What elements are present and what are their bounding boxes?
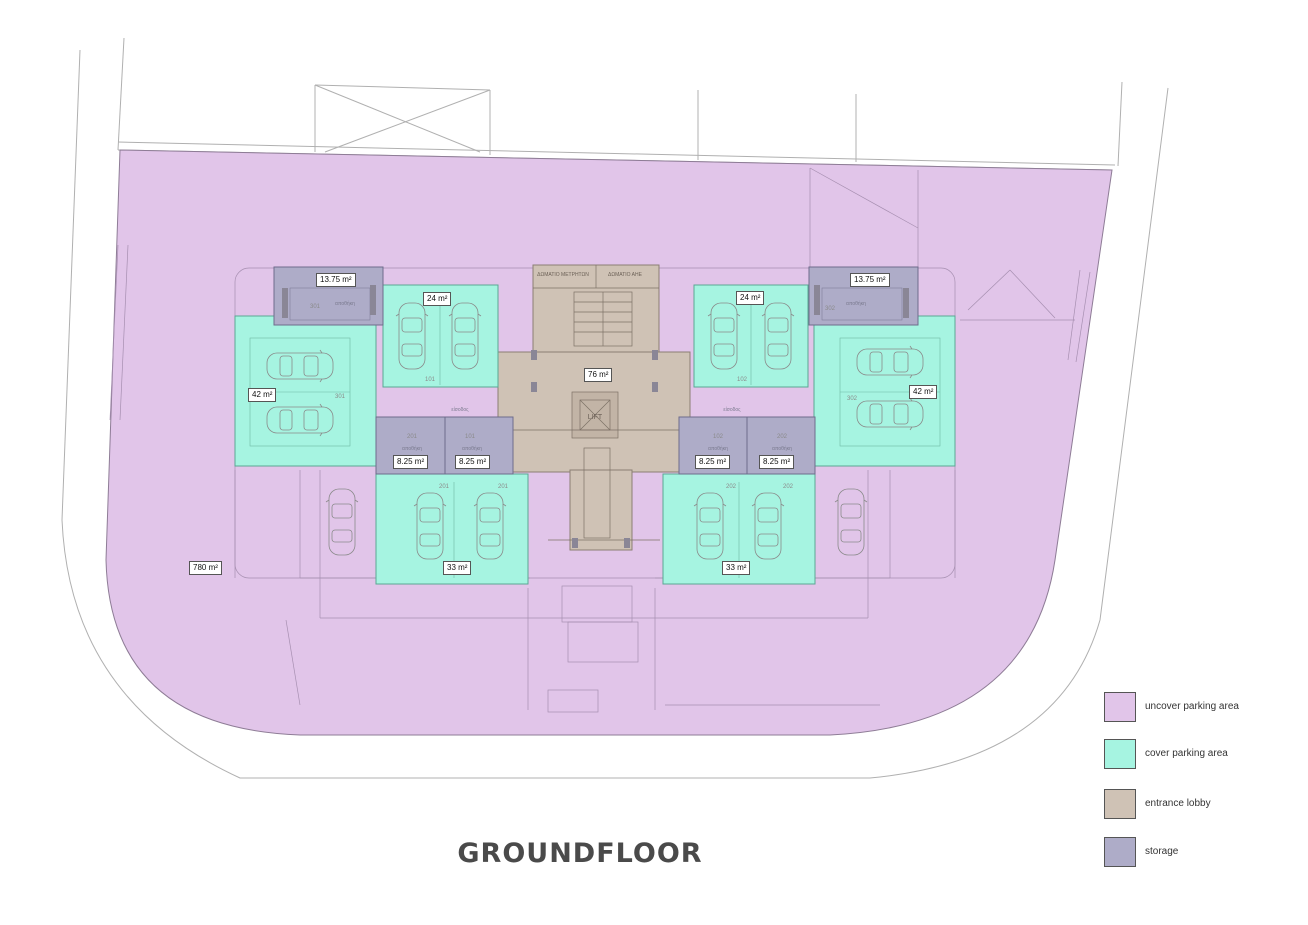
area-label-parking-201: 33 m² [443, 561, 472, 575]
unit-101b-text: 101 [465, 434, 476, 440]
area-label-parking-302: 42 m² [909, 385, 938, 399]
unit-301-text: 301 [310, 304, 321, 310]
entrance-left-text: είσοδος [451, 407, 469, 413]
area-label-storage-202: 8.25 m² [759, 455, 795, 469]
area-label-lobby: 76 m² [584, 368, 613, 382]
columns [282, 285, 909, 548]
apothiki-201-text: αποθήκη [402, 445, 422, 452]
area-label-parking-101: 24 m² [423, 292, 452, 306]
unit-202c-text: 202 [783, 484, 794, 490]
unit-302-text: 302 [825, 306, 836, 312]
area-label-parking-202: 33 m² [722, 561, 751, 575]
apothiki-301-text: αποθήκη [335, 300, 355, 307]
apothiki-102-text: αποθήκη [708, 445, 728, 452]
area-label-total: 780 m² [189, 561, 222, 575]
area-label-storage-302: 13.75 m² [850, 273, 890, 287]
unit-202-text: 202 [777, 434, 788, 440]
area-label-storage-201: 8.25 m² [393, 455, 429, 469]
legend-swatch-lobby [1104, 789, 1136, 819]
legend-label-cover: cover parking area [1145, 748, 1228, 759]
area-label-storage-102: 8.25 m² [695, 455, 731, 469]
unit-201c-text: 201 [498, 484, 509, 490]
apothiki-101-text: αποθήκη [462, 445, 482, 452]
unit-101-text: 101 [425, 377, 436, 383]
unit-201b-text: 201 [439, 484, 450, 490]
lobby-details [498, 265, 690, 541]
legend-swatch-cover [1104, 739, 1136, 769]
area-label-storage-301: 13.75 m² [316, 273, 356, 287]
legend-label-uncover: uncover parking area [1145, 701, 1239, 712]
legend-swatch-uncover [1104, 692, 1136, 722]
plan-title: GROUNDFLOOR [457, 838, 703, 869]
lift-text: LIFT [588, 414, 603, 421]
unit-102-text: 102 [737, 377, 748, 383]
entrance-right-text: είσοδος [723, 407, 741, 413]
unit-202b-text: 202 [726, 484, 737, 490]
unit-301b-text: 301 [335, 394, 346, 400]
unit-302b-text: 302 [847, 396, 858, 402]
unit-201-text: 201 [407, 434, 418, 440]
area-label-storage-101: 8.25 m² [455, 455, 491, 469]
room-ahe-text: ΔΩΜΑΤΙΟ ΑΗΕ [608, 272, 643, 278]
legend-label-lobby: entrance lobby [1145, 798, 1211, 809]
legend-label-storage: storage [1145, 846, 1179, 857]
legend-swatch-storage [1104, 837, 1136, 867]
area-label-parking-301: 42 m² [248, 388, 277, 402]
room-meters-text: ΔΩΜΑΤΙΟ ΜΕΤΡΗΤΩΝ [537, 272, 589, 278]
apothiki-202-text: αποθήκη [772, 445, 792, 452]
storage-302 [808, 266, 919, 326]
area-label-parking-102: 24 m² [736, 291, 765, 305]
apothiki-302-text: αποθήκη [846, 300, 866, 307]
unit-102b-text: 102 [713, 434, 724, 440]
